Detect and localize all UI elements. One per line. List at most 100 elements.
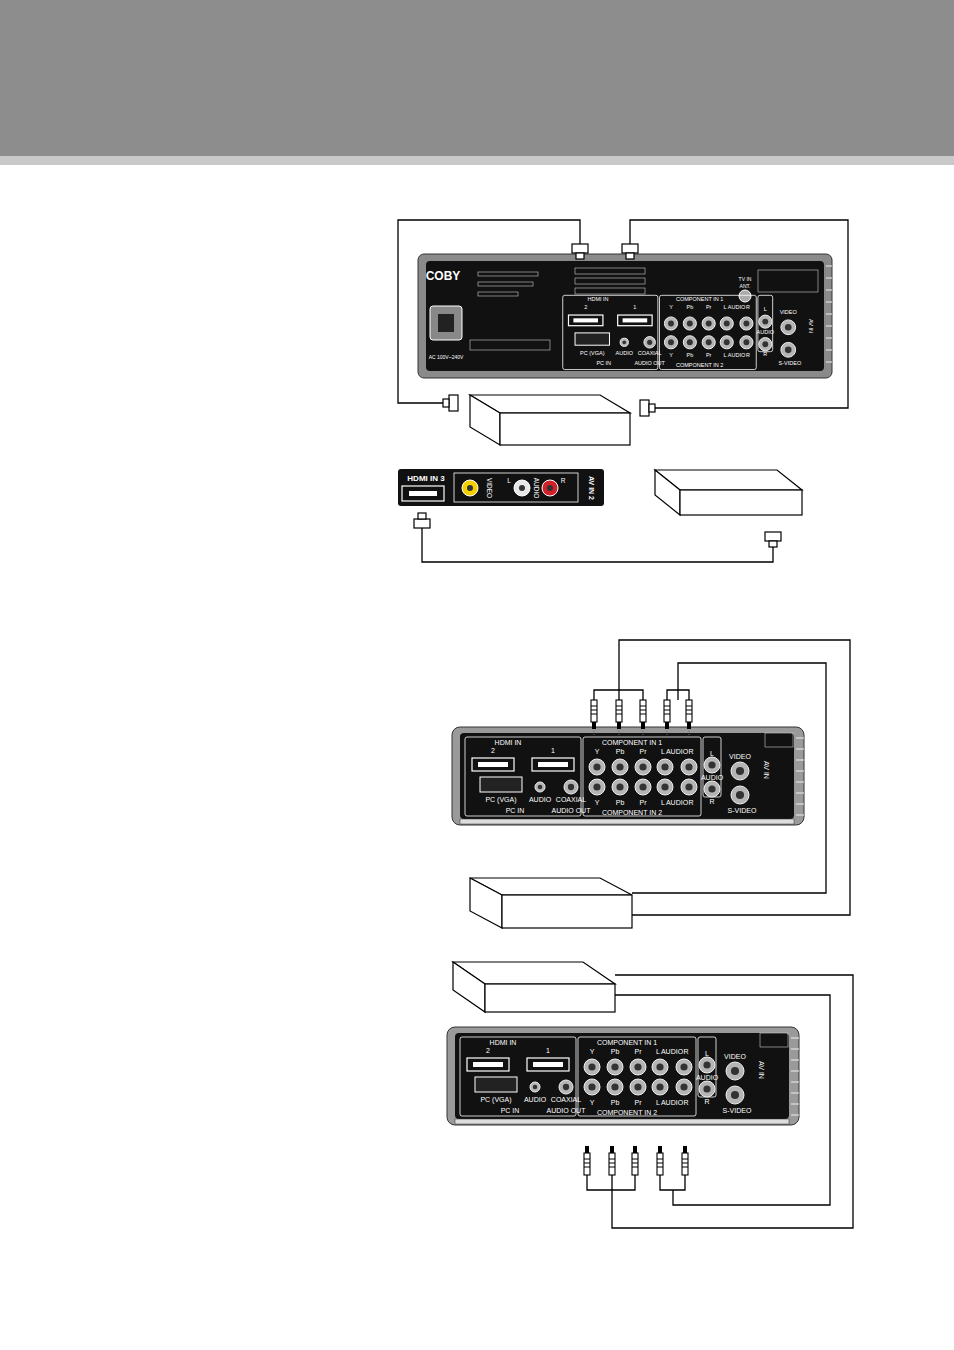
rca-jack-hole <box>668 321 674 327</box>
tv-back-panel <box>447 1027 799 1125</box>
sticker-mark <box>758 270 818 292</box>
panel-label: R <box>763 353 767 359</box>
rca-jack <box>462 480 478 496</box>
device-box <box>453 962 615 1012</box>
rca-jack-hole <box>611 1063 618 1070</box>
rca-jack-hole <box>634 1063 641 1070</box>
panel-label: COMPONENT IN 2 <box>676 363 723 369</box>
rca-jack <box>589 779 605 795</box>
rca-jack-hole <box>588 1063 595 1070</box>
panel-label: Y <box>590 1048 595 1055</box>
panel-label: Pr <box>706 306 712 312</box>
rca-jack-hole <box>762 319 768 325</box>
rca-jack-hole <box>661 783 668 790</box>
video-jack-hole <box>736 767 744 775</box>
tv-back-panel <box>452 727 804 825</box>
cable <box>678 690 689 700</box>
section-frame <box>578 1037 696 1116</box>
coaxial-jack <box>644 337 655 348</box>
rca-jack-hole <box>708 785 715 792</box>
hdmi-port <box>618 315 652 326</box>
rca-plug <box>609 1146 615 1175</box>
video-jack <box>726 1062 744 1080</box>
panel-label: L <box>656 1048 660 1055</box>
rca-jack <box>683 336 696 349</box>
panel-label: PC (VGA) <box>480 1096 511 1103</box>
panel-label: L <box>661 799 665 806</box>
cable <box>667 690 678 700</box>
panel-label: Pb <box>616 748 625 755</box>
rca-jack-hole <box>708 761 715 768</box>
panel-label: AUDIO <box>701 774 723 781</box>
vga-port <box>475 1077 517 1092</box>
rca-plug <box>664 700 670 729</box>
panel-label: R <box>688 748 693 755</box>
panel-label: Pb <box>616 799 625 806</box>
rca-jack <box>704 781 720 797</box>
panel-label: R <box>683 1099 688 1106</box>
panel-label: HDMI IN <box>495 739 522 746</box>
device-box <box>470 878 632 928</box>
rca-jack <box>630 1079 646 1095</box>
antenna-jack <box>739 290 751 302</box>
hdmi-slot <box>573 318 598 322</box>
panel-label: COMPONENT IN 2 <box>597 1109 657 1116</box>
panel-label: VIDEO <box>486 478 493 498</box>
rca-jack <box>612 759 628 775</box>
video-jack-hole <box>731 1067 739 1075</box>
video-jack <box>781 320 796 335</box>
hdmi-slot <box>473 1062 503 1067</box>
panel-label: VIDEO <box>729 753 751 760</box>
video-jack <box>731 762 749 780</box>
rca-plug <box>632 1146 638 1175</box>
rca-jack <box>683 317 696 330</box>
rca-jack <box>652 1059 668 1075</box>
panel-label: HDMI IN <box>587 297 608 303</box>
panel-label: VIDEO <box>780 310 797 316</box>
rca-jack-hole <box>724 321 730 327</box>
tv-back-panel <box>418 254 832 378</box>
panel-label: Pb <box>611 1048 620 1055</box>
panel-label: L <box>724 306 727 312</box>
panel-label: PC IN <box>596 361 611 367</box>
panel-label: AUDIO <box>757 330 774 336</box>
panel-label: Pr <box>640 748 647 755</box>
s-video-jack <box>726 1086 744 1104</box>
hdmi-plug <box>443 395 458 411</box>
panel-label: AUDIO <box>661 1048 683 1055</box>
panel-label: R <box>709 798 714 805</box>
guide-line <box>667 731 668 737</box>
panel-label: VIDEO <box>724 1053 746 1060</box>
rca-jack <box>664 336 677 349</box>
audio-jack-hole <box>533 1085 538 1090</box>
rca-jack-hole <box>762 341 768 347</box>
rca-jack <box>542 480 558 496</box>
rca-plug <box>686 700 692 729</box>
section-frame <box>660 295 757 369</box>
rca-jack <box>702 336 715 349</box>
cable <box>398 220 580 403</box>
rca-jack <box>676 1059 692 1075</box>
panel-label: AUDIO OUT <box>634 361 665 367</box>
sticker-mark <box>575 278 645 284</box>
sticker-mark <box>470 340 550 350</box>
hdmi-plug <box>572 244 588 259</box>
rca-jack <box>704 757 720 773</box>
panel-label: AUDIO <box>696 1074 718 1081</box>
rca-jack <box>657 779 673 795</box>
panel-label: L <box>710 750 714 757</box>
panel-label: AUDIO <box>728 354 745 360</box>
vga-port <box>575 333 609 345</box>
panel-label: Pr <box>640 799 647 806</box>
section-frame <box>563 295 658 369</box>
rca-jack <box>607 1059 623 1075</box>
panel-label: AC 100V~240V <box>429 355 464 360</box>
coaxial-jack-hole <box>647 340 652 345</box>
coaxial-jack-hole <box>568 784 574 790</box>
sticker-mark <box>478 292 518 296</box>
hdmi-slot <box>533 1062 563 1067</box>
tv-side-panel <box>398 469 604 506</box>
panel-label: PC IN <box>506 807 525 814</box>
rca-jack-hole <box>634 1083 641 1090</box>
rca-plug <box>682 1146 688 1175</box>
